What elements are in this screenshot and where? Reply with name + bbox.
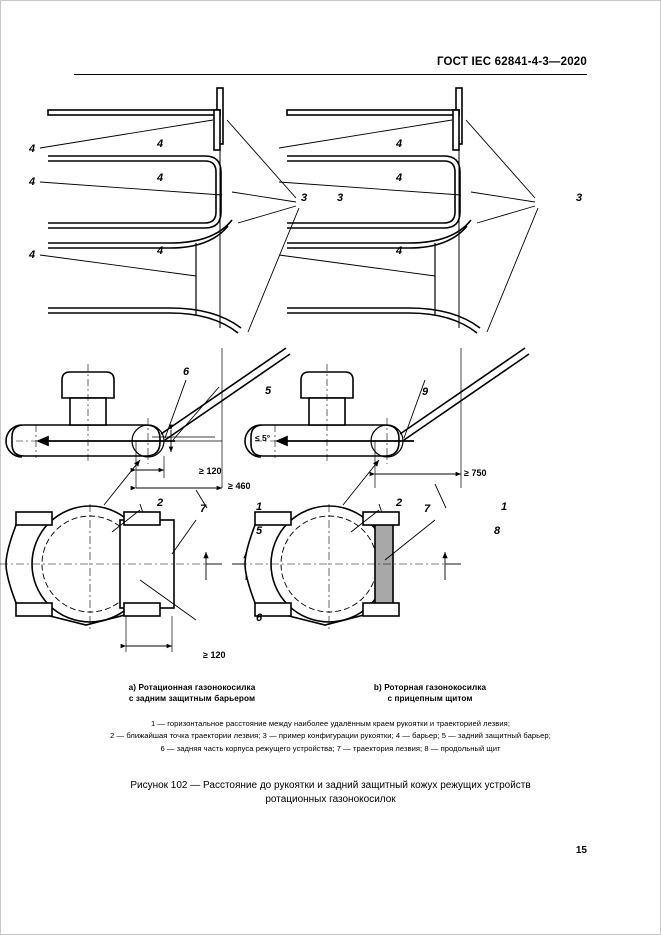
subfigure-a-caption-line2: с задним защитным барьером — [128, 694, 256, 703]
subfigure-a-plan-view — [0, 504, 249, 652]
subfigure-b-caption-line2: с прицепным щитом — [387, 694, 473, 703]
figure-caption: Рисунок 102 — Расстояние до рукоятки и з… — [74, 779, 587, 807]
subfigure-b-plan-view — [239, 504, 461, 632]
subfigure-b-side-view — [244, 347, 530, 517]
page-number: 15 — [575, 845, 587, 856]
callout-4-a3: 4 — [28, 249, 35, 261]
subfigure-a-caption-line1: a) Ротационная газонокосилка — [128, 683, 256, 692]
figure-drawing-area: 4 4 4 3 — [0, 80, 661, 690]
subfigure-a-handle-configurations: 4 4 4 3 — [28, 87, 307, 334]
subfigure-a-caption: a) Ротационная газонокосилка с задним за… — [92, 682, 292, 704]
callout-3-a: 3 — [301, 192, 307, 204]
subfigure-b-caption-line1: b) Роторная газонокосилка — [373, 683, 487, 692]
legend-line-2: 2 — ближайшая точка траектории лезвия; 3… — [110, 731, 551, 741]
standard-header: ГОСТ IEC 62841-4-3—2020 — [436, 56, 587, 68]
subfigure-b-handle-configurations — [278, 87, 539, 334]
figure-legend: 1 — горизонтальное расстояние между наиб… — [74, 718, 587, 755]
figure-caption-line1: Рисунок 102 — Расстояние до рукоятки и з… — [130, 780, 531, 791]
subfigure-b-caption: b) Роторная газонокосилка с прицепным щи… — [330, 682, 530, 704]
figure-caption-line2: ротационных газонокосилок — [265, 794, 396, 805]
callout-4-a2: 4 — [28, 176, 35, 188]
header-rule — [74, 74, 587, 75]
callout-4-a1: 4 — [28, 143, 35, 155]
subfigure-a-side-view: 9 — [5, 347, 291, 517]
legend-line-3: 6 — задняя часть корпуса режущего устрой… — [160, 743, 501, 753]
legend-line-1: 1 — горизонтальное расстояние между наиб… — [150, 719, 511, 728]
